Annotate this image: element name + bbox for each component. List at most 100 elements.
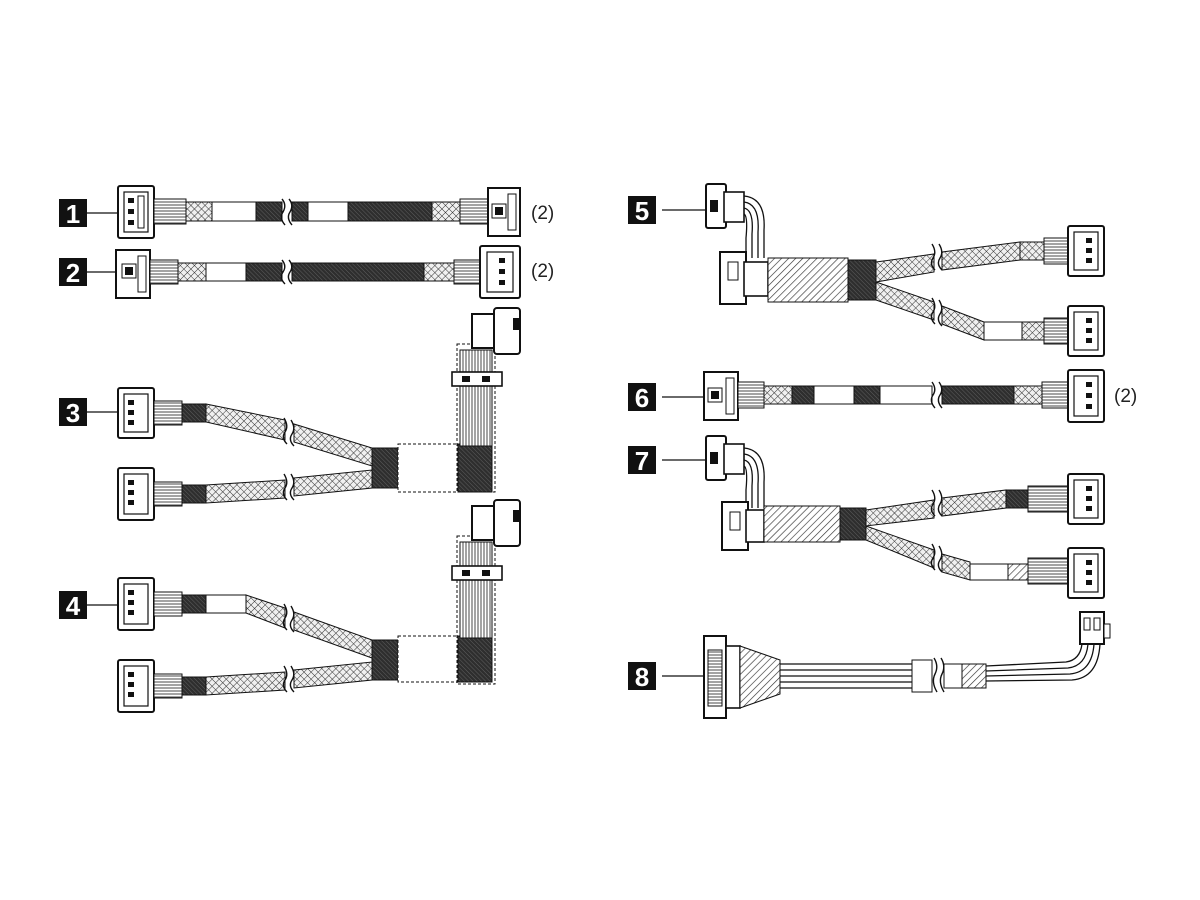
callout-box	[59, 398, 87, 426]
sleeve-mesh-branch	[293, 661, 373, 689]
sleeve-dark	[245, 262, 283, 282]
callout-box	[628, 383, 656, 411]
ribbon-vertical	[459, 541, 493, 639]
callout-badge-5: 5	[628, 196, 656, 226]
cable-4	[85, 499, 521, 713]
wire-fan	[453, 259, 481, 285]
callout-number: 5	[635, 196, 649, 226]
wire-fan	[1041, 381, 1069, 409]
sleeve-mesh	[423, 262, 455, 282]
callout-box	[628, 446, 656, 474]
sleeve-label	[307, 201, 349, 222]
callout-box	[59, 591, 87, 619]
wire-bundle	[780, 663, 912, 689]
cable-break-mark	[932, 657, 945, 693]
callout-number: 7	[635, 446, 649, 476]
sleeve-label	[211, 201, 257, 222]
callout-number: 4	[66, 591, 81, 621]
wire-fan	[153, 481, 183, 507]
sleeve-mesh-branch	[293, 423, 373, 467]
sleeve-dark-merge	[371, 639, 399, 681]
wire-fan	[153, 673, 183, 699]
cable-break-mark	[930, 297, 943, 327]
ribbon-vertical	[459, 349, 493, 447]
sleeve-dark	[181, 403, 207, 423]
sleeve-dark	[839, 507, 867, 541]
sleeve-mesh	[177, 262, 207, 282]
sleeve-mesh-branch	[205, 671, 286, 696]
wire-fan	[1043, 317, 1069, 345]
connector-bottom-left	[117, 467, 155, 521]
callout-number: 6	[635, 383, 649, 413]
connector-left	[117, 185, 155, 239]
sleeve-mesh-branch	[875, 253, 935, 283]
cable-break-mark	[930, 381, 943, 409]
connector-right	[487, 187, 521, 237]
callout-box	[59, 199, 87, 227]
ribbon-clip	[451, 565, 503, 581]
wire-fan	[153, 198, 187, 225]
sleeve-label	[969, 563, 1009, 581]
wire-fan	[459, 198, 489, 225]
wire-fan	[1027, 557, 1069, 585]
callout-box	[628, 662, 656, 690]
connector-bottom-left	[117, 659, 155, 713]
callout-badge-2: 2	[59, 258, 87, 288]
wire-bundle-bend	[985, 643, 1101, 682]
cable-7	[662, 435, 1105, 599]
wire-bundle	[743, 447, 765, 508]
wire-fan	[153, 591, 183, 617]
ribbon-outline	[456, 535, 496, 685]
sleeve-dark	[847, 259, 877, 301]
wire-fan	[737, 381, 765, 409]
sleeve-label	[205, 262, 247, 282]
cable-2: (2)	[85, 245, 554, 299]
sleeve-dark	[457, 443, 493, 493]
sleeve-mesh-branch	[865, 499, 935, 527]
wire-fan	[153, 400, 183, 426]
sleeve-mesh-branch	[293, 611, 373, 659]
connector-top-right	[471, 499, 521, 547]
wire-fan	[1043, 237, 1069, 265]
sleeve-dark-merge	[371, 447, 399, 489]
connector-left	[703, 371, 739, 421]
cable-break-mark	[930, 543, 943, 573]
connector-lower-right	[1067, 547, 1105, 599]
sleeve-label	[205, 594, 247, 614]
connector-right	[1067, 369, 1105, 423]
sleeve-label	[911, 659, 933, 693]
cable-5	[662, 183, 1105, 357]
cable-1: (2)	[85, 185, 554, 239]
connector-right	[479, 245, 521, 299]
callout-badge-8: 8	[628, 662, 656, 692]
connector-lower-right	[1067, 305, 1105, 357]
sleeve-label-merge	[397, 443, 459, 493]
sleeve-dark	[347, 201, 433, 222]
callout-number: 1	[66, 199, 80, 229]
sleeve-dark	[457, 635, 493, 683]
sleeve-merge	[763, 505, 841, 543]
cable-break-mark	[930, 243, 943, 271]
sleeve-mesh	[763, 385, 793, 405]
callout-number: 8	[635, 662, 649, 692]
connector-lower-power	[719, 251, 769, 305]
sleeve-taper	[739, 645, 781, 709]
sleeve-dark	[853, 385, 881, 405]
connector-small-power	[1079, 611, 1111, 645]
connector-upper-right	[1067, 473, 1105, 525]
connector-upper-power	[705, 435, 745, 481]
sleeve-dark	[181, 676, 207, 696]
connector-top-right	[471, 307, 521, 355]
connector-top-left	[117, 387, 155, 439]
sleeve-mesh-branch	[875, 281, 935, 321]
sleeve-dark	[791, 385, 815, 405]
connector-upper-power	[705, 183, 745, 229]
sleeve-dark	[181, 594, 207, 614]
callout-badge-4: 4	[59, 591, 87, 621]
sleeve-mesh-branch	[205, 403, 286, 441]
quantity-label: (2)	[1114, 386, 1137, 407]
sleeve-mesh-branch	[245, 594, 286, 629]
connector-left	[115, 249, 151, 299]
quantity-label: (2)	[531, 203, 554, 224]
